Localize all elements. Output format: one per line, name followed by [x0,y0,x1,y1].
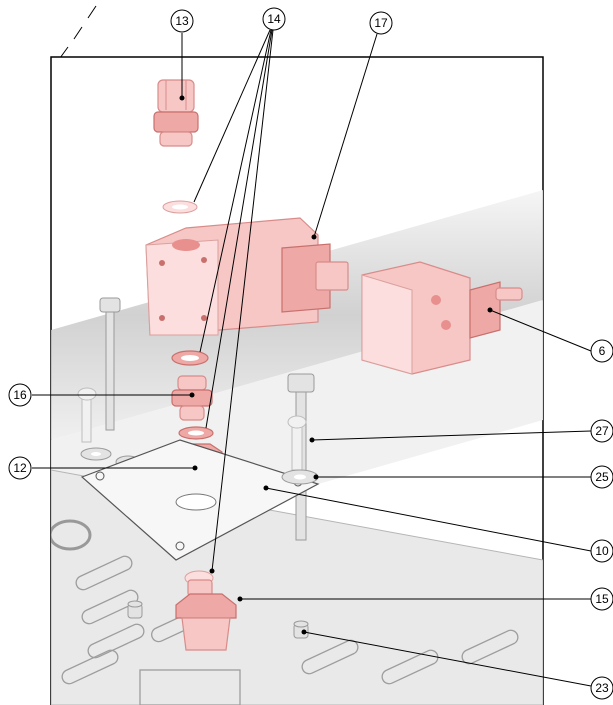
callout-23-label: 23 [595,681,609,695]
callout-6: 6 [590,339,613,363]
callout-16-label: 16 [13,388,27,402]
callout-17-label: 17 [374,16,388,30]
callout-12-label: 12 [13,461,27,475]
callout-10: 10 [590,539,613,563]
background-bolt-left [99,297,121,431]
callout-27: 27 [590,419,613,443]
callout-10-label: 10 [595,544,609,558]
cut-line [59,5,97,59]
part-10-gasket-plate [80,439,320,561]
left-screw [77,387,97,443]
callout-25: 25 [590,465,613,489]
part-15-fitting [175,570,237,651]
part-23-cap [293,620,309,639]
part-6-solenoid-coil [361,261,523,375]
callout-15: 15 [590,587,613,611]
callout-12: 12 [8,456,32,480]
callout-27-label: 27 [595,424,609,438]
leader-lines [32,29,592,687]
callout-17: 17 [369,11,393,35]
callout-13-label: 13 [175,14,189,28]
callout-14-label: 14 [267,12,281,26]
small-cap-left [127,600,143,619]
callout-6-label: 6 [599,344,606,358]
callout-14: 14 [262,7,286,31]
callout-15-label: 15 [595,592,609,606]
callout-25-label: 25 [595,470,609,484]
callout-13: 13 [170,9,194,33]
part-17-valve-body [145,217,349,336]
callout-23: 23 [590,676,613,700]
part-13-fitting [153,79,199,147]
part-16-adapter [171,375,213,421]
callout-16: 16 [8,383,32,407]
